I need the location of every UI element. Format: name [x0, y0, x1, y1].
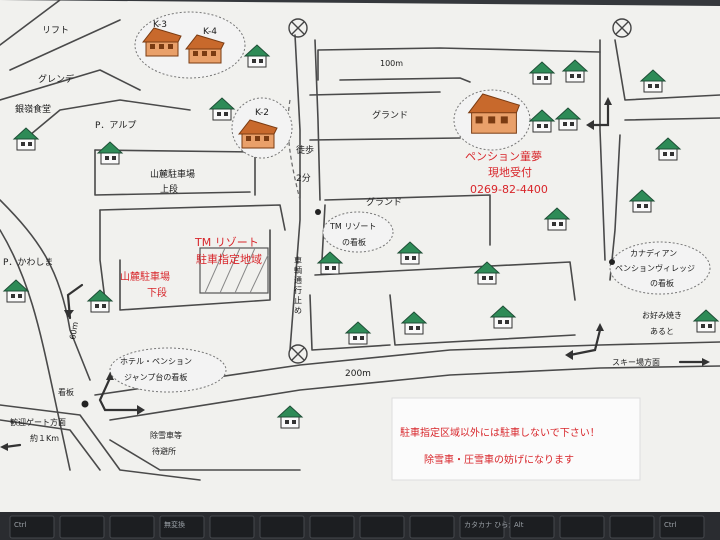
house-icon [692, 309, 720, 333]
direction-arrow [98, 376, 142, 412]
lodges [141, 27, 521, 149]
svg-text:Alt: Alt [514, 521, 524, 529]
okonomi-label: あると [650, 327, 674, 336]
lodge-icon [184, 34, 225, 64]
sign-dot [81, 400, 89, 408]
gate-distance-label: 約１Km [30, 433, 59, 443]
roads [0, 0, 720, 481]
designated-parking-area [199, 247, 269, 294]
arrow-heads [0, 97, 710, 451]
svg-text:無変換: 無変換 [164, 520, 185, 529]
svg-text:輌: 輌 [294, 266, 302, 275]
house-icon [96, 141, 124, 165]
sign-cloud [609, 241, 711, 295]
house-icon [396, 241, 424, 265]
lower-parking-label: 下段 [147, 286, 167, 299]
svg-text:通: 通 [294, 275, 302, 285]
houses [2, 44, 720, 429]
house-icon [628, 189, 656, 213]
k3-label: K-3 [153, 20, 167, 30]
house-icon [543, 207, 571, 231]
notice-line-2: 除雪車・圧雪車の妨げになります [424, 453, 574, 466]
svg-text:Ctrl: Ctrl [14, 521, 27, 529]
shelter-label: 除雪車等 [150, 430, 182, 440]
sign-cloud [322, 211, 394, 253]
distance-label: 60m [68, 321, 80, 340]
svg-text:止: 止 [294, 295, 302, 305]
p-alp-label: P．アルプ [95, 120, 136, 131]
house-icon [86, 289, 114, 313]
road-closed-marker [612, 18, 632, 38]
distance-label: 100m [380, 59, 403, 68]
canadian-sign-label: の看板 [650, 278, 674, 288]
house-icon [208, 97, 236, 121]
walk-label: 徒歩 [296, 144, 314, 156]
house-icon [344, 321, 372, 345]
svg-text:カタカナ ひらがな: カタカナ ひらがな [464, 520, 522, 529]
house-icon [316, 251, 344, 275]
ground-label: グランド [366, 196, 402, 208]
okonomi-label: お好み焼き [642, 310, 682, 320]
ground-label: グランド [372, 109, 408, 121]
house-icon [2, 279, 30, 303]
svg-text:行: 行 [294, 285, 302, 295]
pension-name: ペンション童夢 [465, 149, 542, 163]
tm-sign-label: の看板 [342, 237, 366, 247]
lodge-icon [237, 119, 278, 149]
notice-line-1: 駐車指定区域以外には駐車しないで下さい！ [400, 426, 600, 439]
svg-text:め: め [294, 306, 302, 315]
house-icon [528, 61, 556, 85]
canadian-sign-label: ペンションヴィレッジ [615, 263, 695, 273]
house-icon [489, 305, 517, 329]
ginrei-label: 銀嶺食堂 [15, 103, 51, 115]
tm-zone-label: 駐車指定地域 [196, 252, 262, 266]
lower-parking-label: 山麓駐車場 [120, 270, 170, 283]
upper-parking-label: 上段 [160, 183, 178, 195]
house-icon [561, 59, 589, 83]
svg-text:車: 車 [294, 255, 302, 265]
direction-arrow [590, 102, 610, 127]
house-icon [276, 405, 304, 429]
house-icon [243, 44, 271, 68]
pension-phone: 0269-82-4400 [470, 183, 548, 196]
pension-reception: 現地受付 [488, 166, 532, 179]
hotel-sign-label: ジャンプ台の看板 [124, 372, 187, 382]
house-icon [654, 137, 682, 161]
walk-label: 2分 [296, 173, 311, 184]
house-icon [473, 261, 501, 285]
sign-dot [609, 259, 615, 265]
direction-arrow [568, 328, 602, 357]
tm-zone-label: TM リゾート [194, 236, 259, 249]
tm-sign-label: TM リゾート [329, 222, 376, 231]
k4-label: K-4 [203, 27, 217, 37]
sign-label: 看板 [58, 387, 74, 397]
house-icon [12, 127, 40, 151]
canadian-sign-label: カナディアン [630, 248, 677, 258]
svg-text:Ctrl: Ctrl [664, 521, 677, 529]
no-vehicle-label: 車 輌 通 行 止 め [294, 255, 302, 315]
hotel-sign-label: ホテル・ペンション [120, 357, 192, 366]
notice-box [391, 397, 641, 481]
upper-parking-label: 山麓駐車場 [150, 168, 195, 180]
lodge-icon [141, 27, 182, 57]
lodge-icon [467, 93, 521, 134]
sign-dot [315, 209, 321, 215]
k2-label: K-2 [255, 108, 269, 118]
house-icon [639, 69, 667, 93]
road-closed-marker [288, 344, 308, 364]
house-icon [528, 109, 556, 133]
house-icon [400, 311, 428, 335]
house-icon [554, 107, 582, 131]
lift-label: リフト [42, 26, 69, 36]
distance-label: 200m [345, 369, 371, 379]
sign-cloud [109, 347, 227, 393]
road-closed-marker [288, 18, 308, 38]
shelter-label: 待避所 [152, 446, 176, 456]
slope-label: グレンデ [38, 73, 74, 85]
p-kawashima-label: P．かわしま [3, 257, 53, 268]
gate-direction-label: 歓迎ゲート方面 [10, 417, 66, 427]
ski-direction-label: スキー場方面 [612, 357, 660, 367]
